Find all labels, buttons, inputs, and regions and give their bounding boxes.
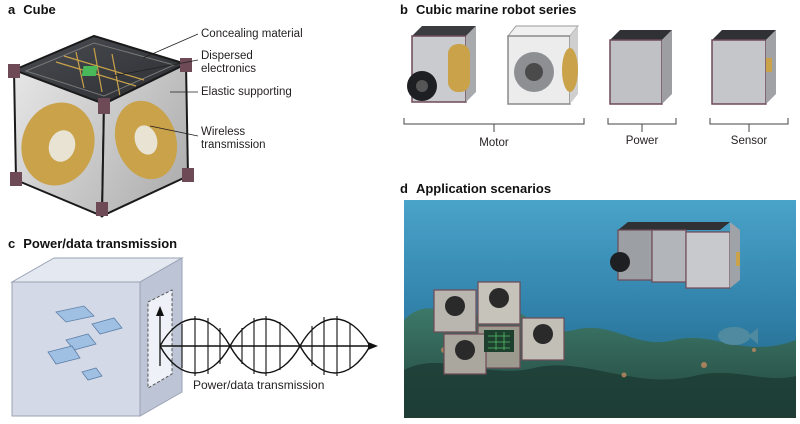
- panel-b-title-text: Cubic marine robot series: [415, 2, 577, 17]
- box-chips: [47, 305, 123, 381]
- group-label-motor: Motor: [479, 137, 509, 149]
- panel-d-title: d Application scenarios: [400, 181, 551, 196]
- robot-chain: [610, 222, 740, 289]
- wave: [159, 318, 374, 374]
- group-brackets: [403, 118, 789, 132]
- power-robot: [609, 30, 672, 105]
- group-label-sensor: Sensor: [730, 135, 768, 147]
- callout-dispersed: Dispersed: [201, 50, 253, 62]
- panel-a-letter: a: [8, 2, 16, 17]
- panel-a-title-text: Cube: [23, 2, 56, 17]
- cube-illustration: [8, 34, 194, 218]
- robot-cluster: [433, 281, 565, 375]
- panel-d-title-text: Application scenarios: [415, 181, 552, 196]
- sensor-robot: [711, 30, 776, 105]
- group-label-power: Power: [625, 135, 659, 147]
- transmission-diagram: [10, 257, 378, 417]
- panel-a-title: a Cube: [8, 2, 56, 17]
- fish: [718, 327, 750, 345]
- panel-c-title: c Power/data transmission: [8, 236, 177, 251]
- callout-wireless: Wireless: [201, 126, 246, 138]
- robot-series: [403, 25, 789, 132]
- panel-c-letter: c: [8, 236, 16, 251]
- callout-elastic: Elastic supporting: [201, 86, 292, 98]
- callout-transmission: transmission: [201, 139, 266, 151]
- panel-b-letter: b: [400, 2, 408, 17]
- panel-c-title-text: Power/data transmission: [23, 236, 178, 251]
- green-chip: [81, 66, 98, 76]
- underwater-scene: [404, 200, 796, 418]
- motor-robot-1: [407, 26, 476, 103]
- wave-ribs: [181, 316, 351, 376]
- motor-robot-2: [506, 25, 580, 105]
- panel-b-title: b Cubic marine robot series: [400, 2, 576, 17]
- callout-electronics: electronics: [201, 63, 256, 75]
- wave-label: Power/data transmission: [193, 378, 325, 392]
- callout-concealing: Concealing material: [201, 28, 303, 40]
- panel-d-letter: d: [400, 181, 408, 196]
